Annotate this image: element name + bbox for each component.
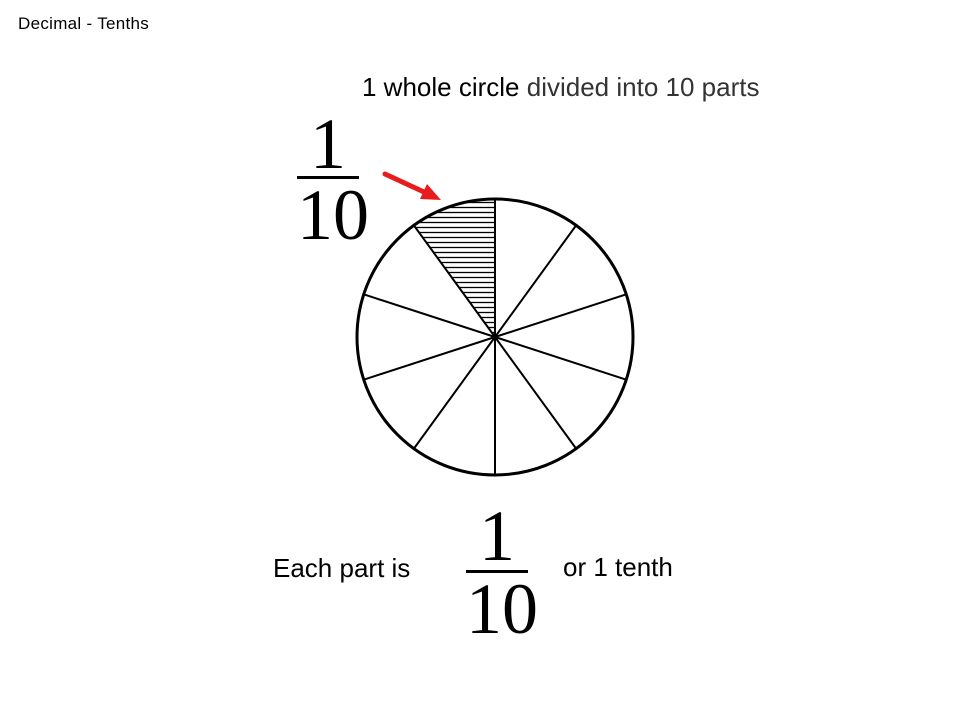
- circle-center: [492, 334, 498, 340]
- heading-part-divided: divided into 10 parts: [526, 72, 760, 102]
- caption-each-part: Each part is: [273, 553, 411, 583]
- fraction-one-tenth-bottom: 1 10: [466, 496, 538, 649]
- shaded-sector: [413, 199, 495, 337]
- circle-spoke: [494, 336, 577, 450]
- circle-spoke: [494, 224, 577, 338]
- slide-title: Decimal - Tenths: [18, 14, 150, 33]
- fraction-numerator: 1: [310, 104, 346, 184]
- circle-spoke: [413, 336, 496, 450]
- fraction-numerator: 1: [479, 496, 515, 576]
- circle-spoke: [494, 336, 627, 381]
- circle-spoke: [494, 293, 627, 338]
- circle-spoke: [413, 224, 496, 338]
- caption-one-tenth: or 1 tenth: [563, 552, 673, 582]
- fraction-bar: [466, 570, 528, 573]
- spokes-layer: [363, 199, 627, 475]
- fraction-one-tenth-top: 1 10: [297, 104, 369, 255]
- arrow-icon: [382, 171, 441, 200]
- circle-spoke: [363, 336, 496, 381]
- fraction-denominator: 10: [297, 175, 369, 255]
- fraction-denominator: 10: [466, 569, 538, 649]
- circle-spoke: [363, 293, 496, 338]
- fraction-bar: [297, 176, 359, 179]
- shaded-sector-layer: [413, 199, 495, 337]
- heading: 1 whole circle divided into 10 parts: [362, 72, 759, 103]
- heading-part-whole: 1 whole circle: [362, 72, 520, 102]
- circle-outline: [355, 197, 635, 477]
